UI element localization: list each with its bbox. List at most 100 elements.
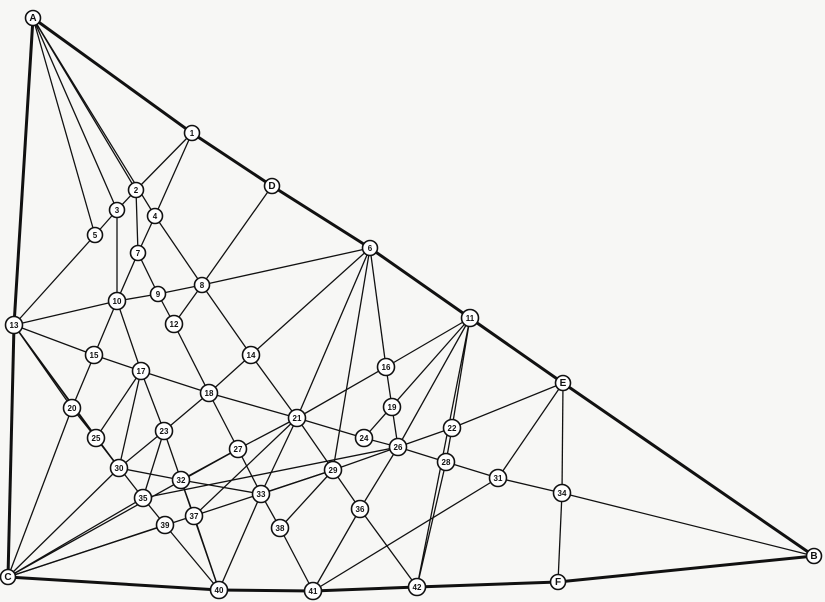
node-label: 18 bbox=[205, 389, 214, 398]
node-label: 9 bbox=[156, 290, 161, 299]
edge-22-E bbox=[451, 382, 564, 429]
edge-21-33 bbox=[260, 417, 298, 495]
node-label: 19 bbox=[388, 403, 397, 412]
node-23: 23 bbox=[154, 421, 174, 441]
node-6: 6 bbox=[361, 239, 379, 257]
edge-37-40 bbox=[193, 515, 220, 591]
edge-13-A bbox=[12, 17, 35, 326]
node-label: 37 bbox=[190, 512, 199, 521]
node-label: 35 bbox=[139, 494, 148, 503]
edge-21-24 bbox=[296, 417, 365, 439]
node-33: 33 bbox=[251, 484, 271, 504]
node-label: 5 bbox=[93, 231, 98, 240]
node-D: D bbox=[263, 177, 281, 195]
node-1: 1 bbox=[183, 124, 201, 142]
edge-D-8 bbox=[201, 185, 273, 286]
node-circle bbox=[193, 276, 211, 294]
node-label: 25 bbox=[92, 434, 101, 443]
node-E: E bbox=[554, 374, 572, 392]
node-8: 8 bbox=[193, 276, 211, 294]
node-circle bbox=[154, 421, 174, 441]
edge-12-18 bbox=[173, 323, 210, 394]
node-4: 4 bbox=[146, 207, 164, 225]
node-label: F bbox=[555, 577, 561, 588]
edge-6-21 bbox=[296, 247, 371, 419]
node-22: 22 bbox=[442, 418, 462, 438]
edge-2-7 bbox=[135, 189, 139, 254]
node-circle bbox=[62, 398, 82, 418]
node-circle bbox=[183, 124, 201, 142]
edge-17-30 bbox=[118, 370, 142, 469]
node-circle bbox=[382, 397, 402, 417]
node-circle bbox=[270, 518, 290, 538]
edge-21-37 bbox=[193, 417, 298, 517]
node-circle bbox=[361, 239, 379, 257]
node-circle bbox=[228, 439, 248, 459]
edge-18-21 bbox=[208, 392, 298, 419]
node-circle bbox=[287, 408, 307, 428]
node-41: 41 bbox=[303, 581, 323, 601]
edge-18-23 bbox=[163, 392, 210, 432]
node-circle bbox=[488, 468, 508, 488]
edge-14-21 bbox=[250, 354, 298, 419]
node-circle bbox=[129, 244, 147, 262]
edge-18-27 bbox=[208, 392, 239, 450]
node-label: 40 bbox=[215, 586, 224, 595]
node-B: B bbox=[805, 547, 823, 565]
node-38: 38 bbox=[270, 518, 290, 538]
node-label: 15 bbox=[90, 351, 99, 360]
node-39: 39 bbox=[155, 515, 175, 535]
node-10: 10 bbox=[107, 291, 127, 311]
edge-36-42 bbox=[359, 508, 418, 588]
node-circle bbox=[442, 418, 462, 438]
node-9: 9 bbox=[149, 285, 167, 303]
node-label: 31 bbox=[494, 474, 503, 483]
node-circle bbox=[805, 547, 823, 565]
node-label: 8 bbox=[200, 281, 205, 290]
edge-4-8 bbox=[154, 215, 203, 286]
node-circle bbox=[84, 345, 104, 365]
node-label: 30 bbox=[115, 464, 124, 473]
node-36: 36 bbox=[350, 499, 370, 519]
node-circle bbox=[376, 357, 396, 377]
edge-11-24 bbox=[363, 317, 471, 439]
edge-A-1 bbox=[32, 16, 193, 135]
node-12: 12 bbox=[164, 314, 184, 334]
node-label: 12 bbox=[170, 320, 179, 329]
node-14: 14 bbox=[241, 345, 261, 365]
node-A: A bbox=[24, 9, 42, 27]
node-label: 27 bbox=[234, 445, 243, 454]
edge-1-D bbox=[191, 131, 273, 188]
node-circle bbox=[323, 460, 343, 480]
node-circle bbox=[549, 573, 567, 591]
edge-6-11 bbox=[369, 246, 471, 320]
node-circle bbox=[303, 581, 323, 601]
node-circle bbox=[354, 428, 374, 448]
node-label: 26 bbox=[394, 443, 403, 452]
edge-11-42 bbox=[416, 317, 471, 588]
node-label: 22 bbox=[448, 424, 457, 433]
node-label: 16 bbox=[382, 363, 391, 372]
node-C: C bbox=[0, 568, 17, 586]
edge-23-35 bbox=[142, 430, 165, 499]
node-circle bbox=[108, 201, 126, 219]
edge-17-18 bbox=[140, 370, 210, 394]
node-circle bbox=[436, 452, 456, 472]
node-label: 34 bbox=[558, 489, 567, 498]
node-29: 29 bbox=[323, 460, 343, 480]
node-30: 30 bbox=[109, 458, 129, 478]
edge-32-33 bbox=[180, 479, 262, 495]
node-label: 1 bbox=[190, 129, 195, 138]
node-label: 23 bbox=[160, 427, 169, 436]
edge-17-25 bbox=[95, 370, 142, 439]
edge-E-34 bbox=[561, 382, 564, 494]
node-label: 39 bbox=[161, 521, 170, 530]
edge-B-F bbox=[557, 554, 815, 584]
node-5: 5 bbox=[86, 226, 104, 244]
node-label: 20 bbox=[68, 404, 77, 413]
edge-6-16 bbox=[369, 247, 387, 368]
node-17: 17 bbox=[131, 361, 151, 381]
edge-8-6 bbox=[201, 247, 371, 286]
node-24: 24 bbox=[354, 428, 374, 448]
node-16: 16 bbox=[376, 357, 396, 377]
